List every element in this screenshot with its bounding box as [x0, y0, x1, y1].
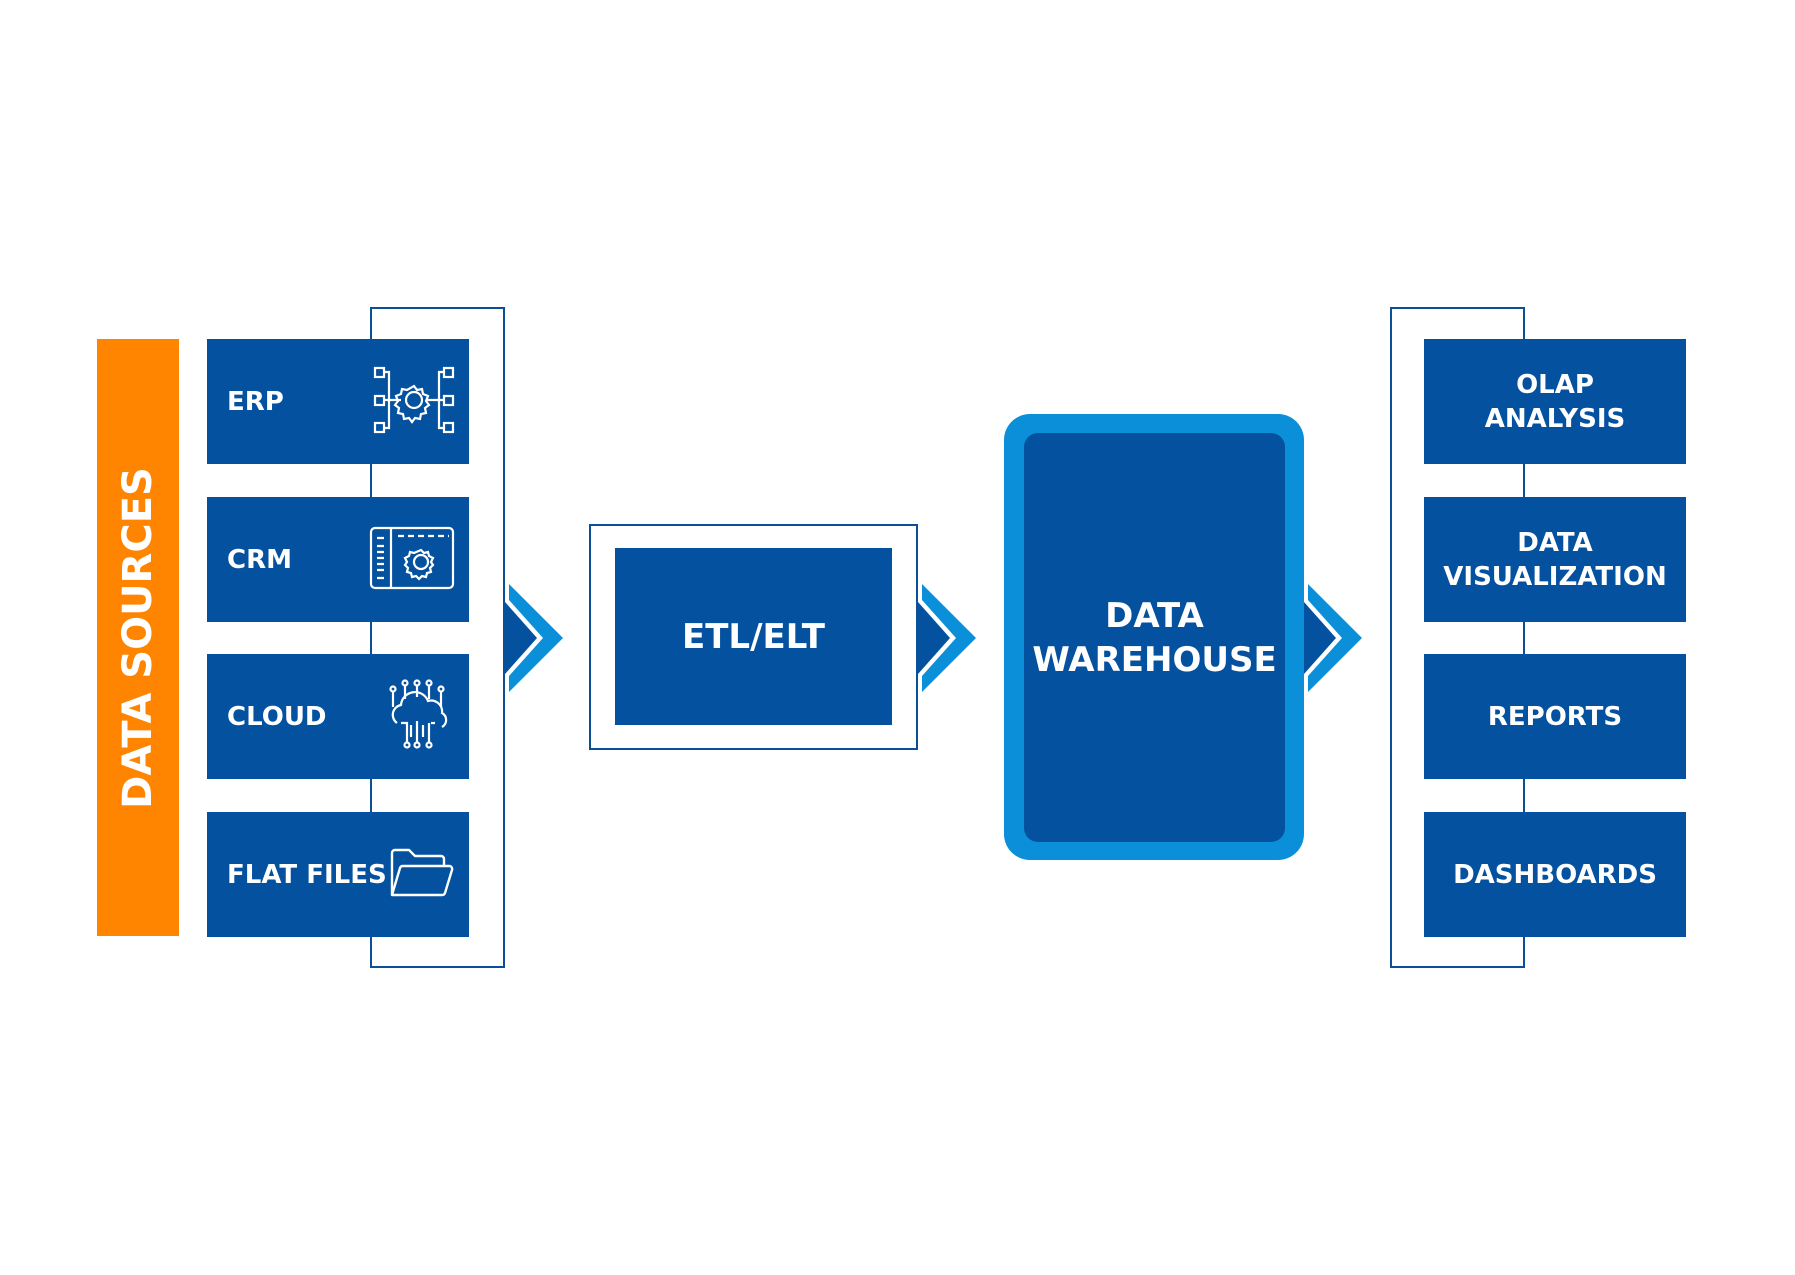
source-flat-files: FLAT FILES	[207, 812, 469, 937]
crm-panel-gear-icon	[369, 526, 455, 594]
warehouse-label: DATA WAREHOUSE	[1032, 595, 1277, 680]
etl-box: ETL/ELT	[615, 548, 892, 725]
output-olap-analysis: OLAP ANALYSIS	[1424, 339, 1686, 464]
data-sources-bar: DATA SOURCES	[97, 339, 179, 936]
folder-open-icon	[389, 847, 455, 903]
flow-arrow-3	[1304, 584, 1362, 692]
output-reports: REPORTS	[1424, 654, 1686, 779]
data-sources-title: DATA SOURCES	[115, 466, 161, 809]
source-label: FLAT FILES	[227, 859, 387, 890]
flow-arrow-2	[918, 584, 976, 692]
flow-arrow-1	[505, 584, 563, 692]
warehouse-box: DATA WAREHOUSE	[1024, 433, 1285, 842]
etl-label: ETL/ELT	[682, 616, 825, 657]
erp-network-gear-icon	[373, 366, 455, 438]
source-label: CLOUD	[227, 701, 327, 732]
arrow-chevron	[509, 584, 563, 692]
output-dashboards: DASHBOARDS	[1424, 812, 1686, 937]
output-label: OLAP ANALYSIS	[1484, 369, 1626, 434]
outputs-bracket	[1390, 307, 1525, 968]
arrow-chevron	[1308, 584, 1362, 692]
sources-bracket	[370, 307, 505, 968]
source-cloud: CLOUD	[207, 654, 469, 779]
output-label: DASHBOARDS	[1453, 859, 1657, 890]
cloud-circuit-icon	[379, 677, 455, 757]
source-crm: CRM	[207, 497, 469, 622]
source-label: ERP	[227, 386, 284, 417]
output-label: REPORTS	[1487, 701, 1623, 732]
arrow-core	[505, 602, 537, 674]
source-label: CRM	[227, 544, 292, 575]
arrow-core	[918, 602, 950, 674]
arrow-chevron	[922, 584, 976, 692]
arrow-core	[1304, 602, 1336, 674]
output-label: DATA VISUALIZATION	[1443, 527, 1667, 592]
source-erp: ERP	[207, 339, 469, 464]
output-data-visualization: DATA VISUALIZATION	[1424, 497, 1686, 622]
